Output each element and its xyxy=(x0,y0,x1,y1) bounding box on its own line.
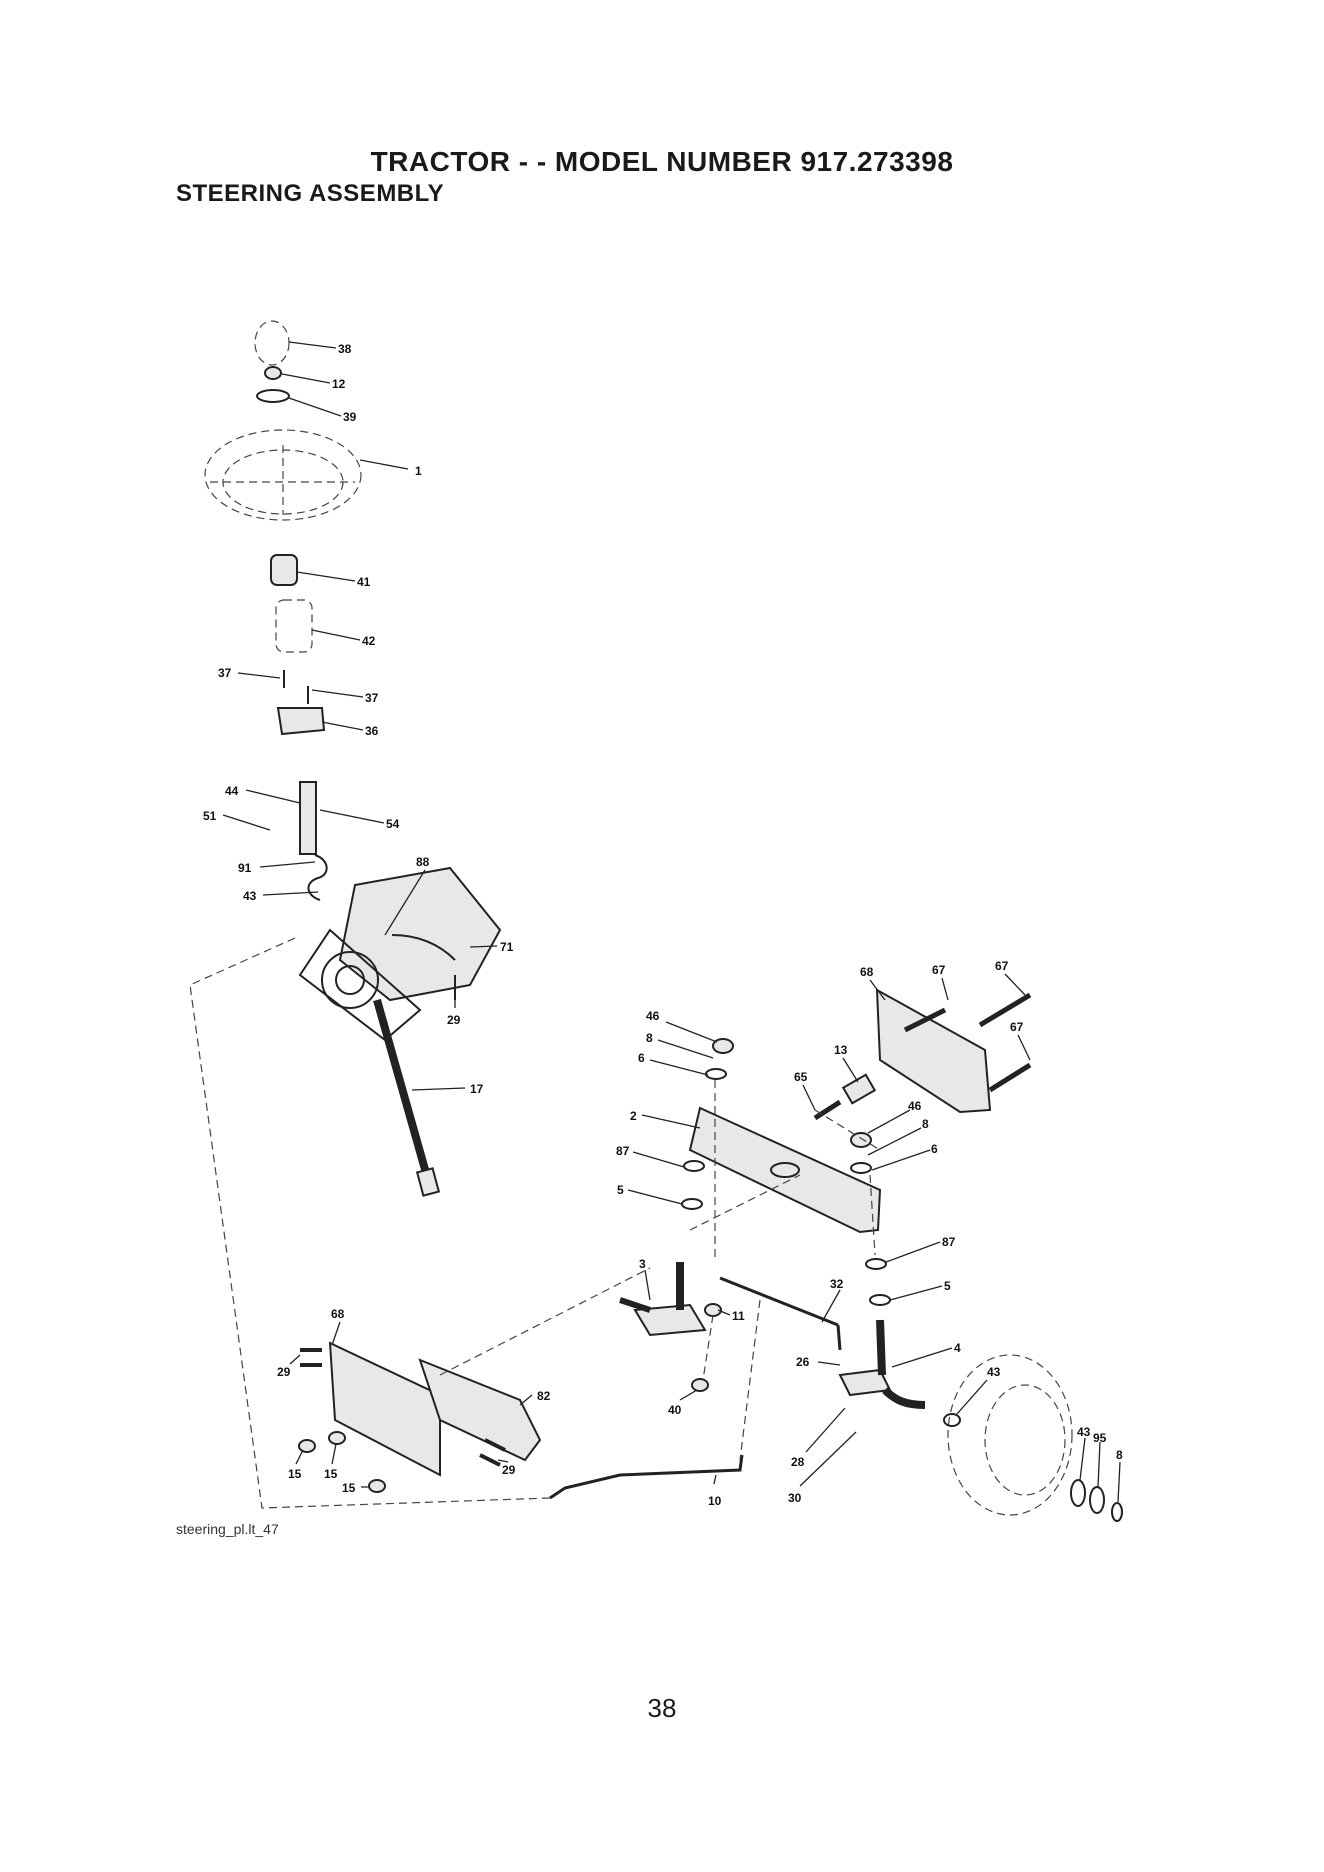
callout-label: 3 xyxy=(639,1257,646,1271)
callout-label: 8 xyxy=(646,1031,653,1045)
callout-label: 29 xyxy=(502,1463,516,1477)
callout-label: 87 xyxy=(942,1235,956,1249)
callout-label: 36 xyxy=(365,724,379,738)
front-tire xyxy=(948,1355,1072,1515)
callout-label: 8 xyxy=(922,1117,929,1131)
callout-label: 12 xyxy=(332,377,346,391)
callout-label: 43 xyxy=(1077,1425,1091,1439)
callout-label: 5 xyxy=(944,1279,951,1293)
callout-label: 87 xyxy=(616,1144,630,1158)
callout-label: 13 xyxy=(834,1043,848,1057)
callout-label: 95 xyxy=(1093,1431,1107,1445)
callout-label: 46 xyxy=(908,1099,922,1113)
page-number: 38 xyxy=(0,1693,1324,1724)
bracket-part xyxy=(278,708,324,734)
callout-label: 6 xyxy=(638,1051,645,1065)
callout-label: 91 xyxy=(238,861,252,875)
callout-label: 43 xyxy=(243,889,257,903)
callout-label: 28 xyxy=(791,1455,805,1469)
cap-part xyxy=(255,321,289,365)
callout-label: 8 xyxy=(1116,1448,1123,1462)
callout-label: 51 xyxy=(203,809,217,823)
callout-label: 68 xyxy=(331,1307,345,1321)
callout-label: 38 xyxy=(338,342,352,356)
callout-label: 46 xyxy=(646,1009,660,1023)
callout-label: 37 xyxy=(365,691,379,705)
washer-part xyxy=(257,390,289,402)
callout-label: 54 xyxy=(386,817,400,831)
callout-label: 37 xyxy=(218,666,232,680)
callout-label: 41 xyxy=(357,575,371,589)
callout-label: 65 xyxy=(794,1070,808,1084)
callout-label: 42 xyxy=(362,634,376,648)
callout-label: 29 xyxy=(277,1365,291,1379)
figure-id: steering_pl.lt_47 xyxy=(176,1521,279,1537)
callout-label: 68 xyxy=(860,965,874,979)
callout-label: 30 xyxy=(788,1491,802,1505)
callout-label: 15 xyxy=(342,1481,356,1495)
callout-label: 6 xyxy=(931,1142,938,1156)
callout-label: 1 xyxy=(415,464,422,478)
callout-label: 26 xyxy=(796,1355,810,1369)
callout-label: 71 xyxy=(500,940,514,954)
callout-label: 88 xyxy=(416,855,430,869)
callout-label: 82 xyxy=(537,1389,551,1403)
callout-label: 43 xyxy=(987,1365,1001,1379)
adapter-part xyxy=(271,555,297,585)
callout-label: 4 xyxy=(954,1341,961,1355)
callout-label: 15 xyxy=(324,1467,338,1481)
nut-part xyxy=(265,367,281,379)
callout-label: 44 xyxy=(225,784,239,798)
callout-label: 67 xyxy=(995,959,1009,973)
shaft-part xyxy=(300,782,316,854)
callout-label: 2 xyxy=(630,1109,637,1123)
callout-label: 15 xyxy=(288,1467,302,1481)
callout-label: 5 xyxy=(617,1183,624,1197)
callout-label: 32 xyxy=(830,1277,844,1291)
callout-label: 11 xyxy=(732,1309,745,1323)
bushing-part xyxy=(276,600,312,652)
callout-label: 29 xyxy=(447,1013,461,1027)
callout-label: 39 xyxy=(343,410,357,424)
callout-label: 67 xyxy=(932,963,946,977)
tie-rod xyxy=(550,1455,742,1498)
callout-label: 40 xyxy=(668,1403,682,1417)
axle-support-bracket xyxy=(877,990,990,1112)
callout-label: 10 xyxy=(708,1494,722,1508)
callout-label: 17 xyxy=(470,1082,484,1096)
callout-label: 67 xyxy=(1010,1020,1024,1034)
